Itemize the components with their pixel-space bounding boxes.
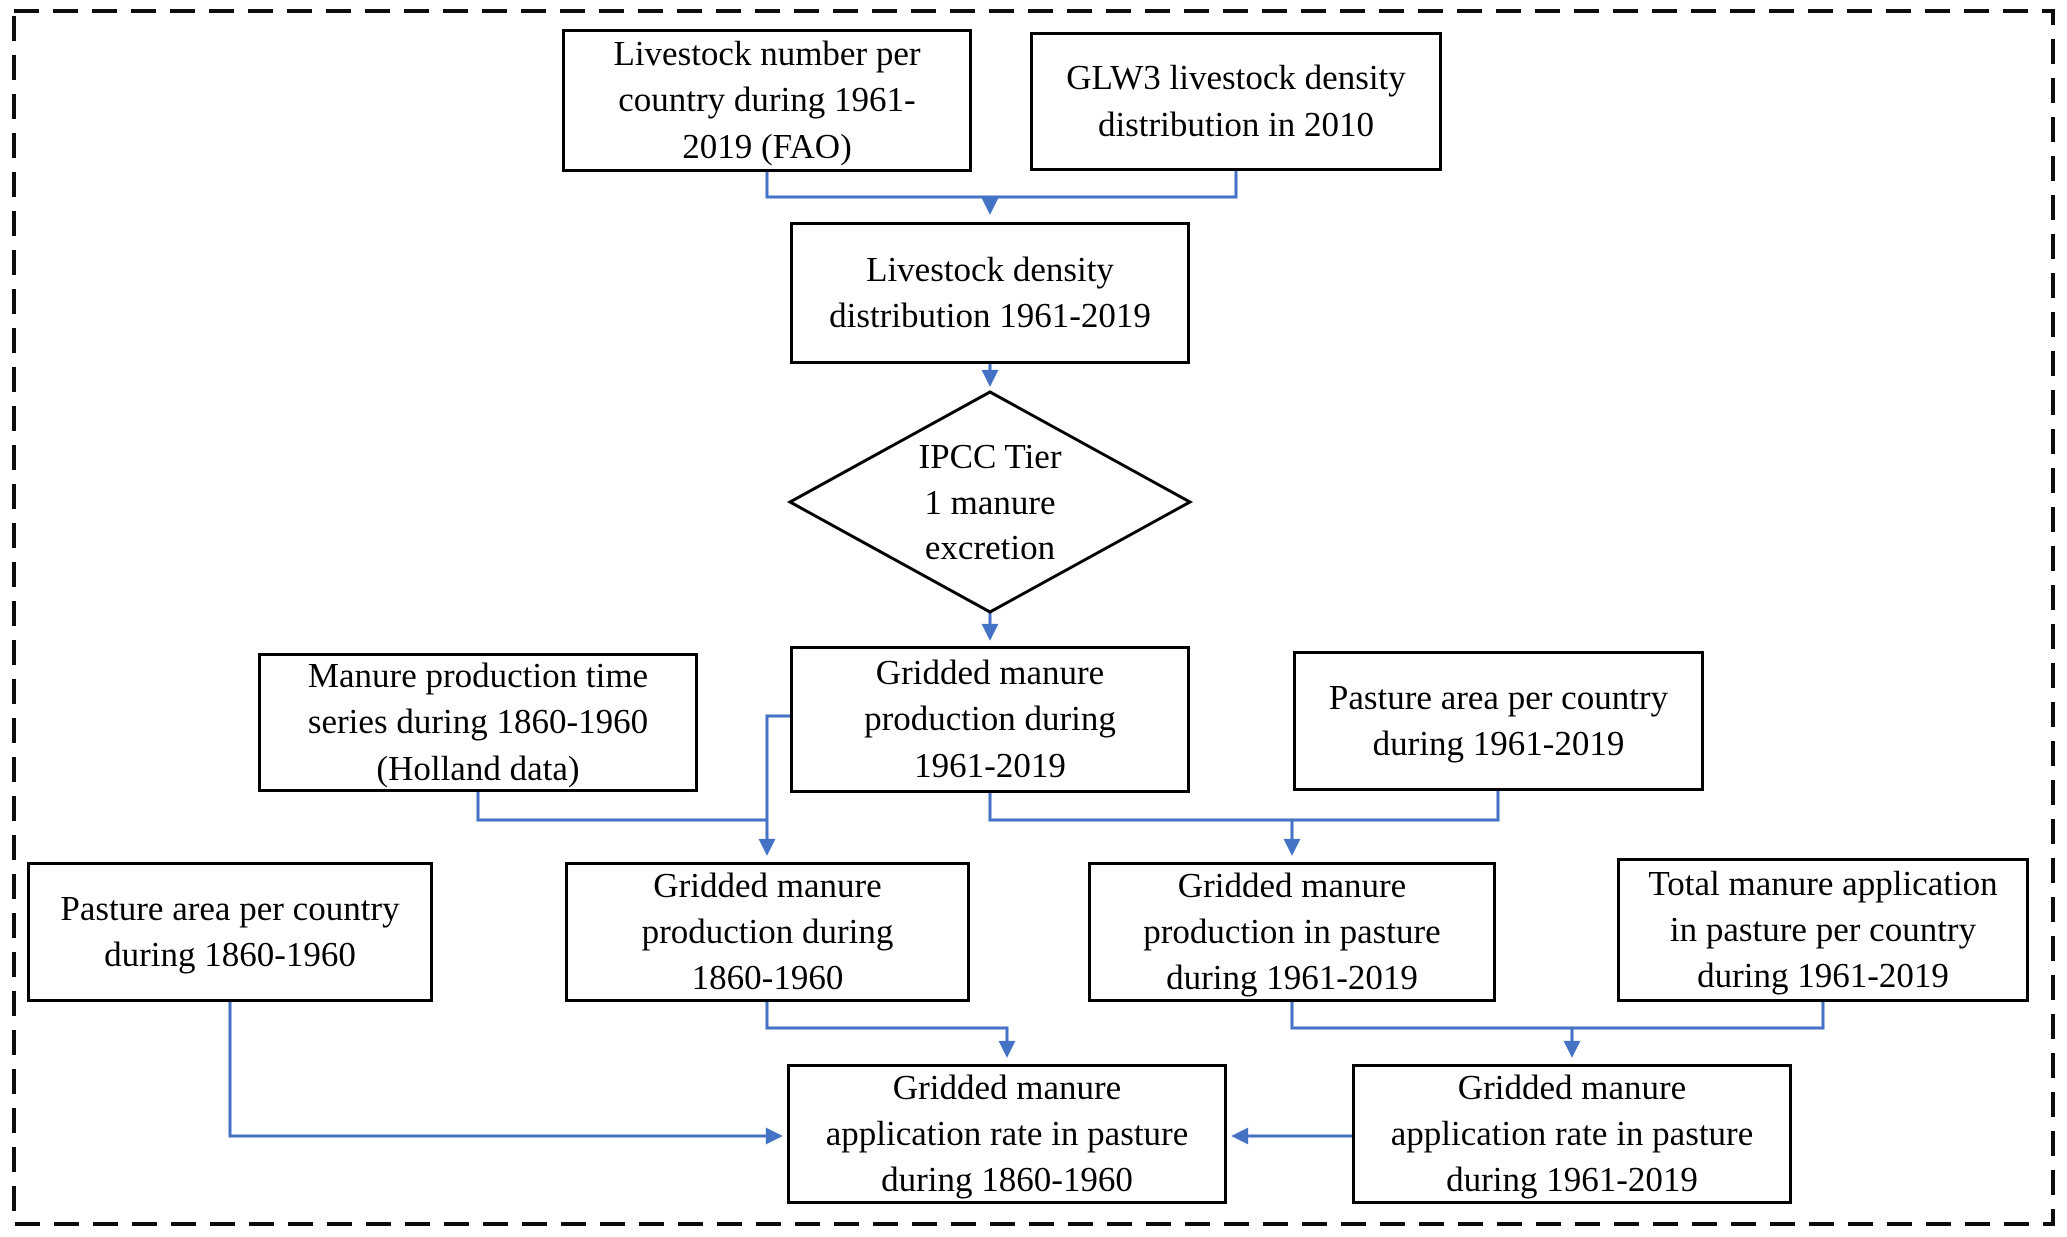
edge-prod6119-elbow <box>988 793 1292 822</box>
ipcc-diamond-shape <box>786 390 1194 614</box>
edge-prodpast-rate6119 <box>1290 1002 1581 1058</box>
node-glw3-density-2010: GLW3 livestock density distribution in 2… <box>1030 32 1442 171</box>
edge-totalapp-elbow <box>1572 1002 1825 1030</box>
node-gridded-production-1961-2019: Gridded manure production during 1961-20… <box>790 646 1190 793</box>
outer-dashed-frame <box>12 9 2055 1226</box>
node-manure-time-series-holland: Manure production time series during 186… <box>258 653 698 792</box>
edge-pasture6119-elbow <box>1292 791 1500 822</box>
node-livestock-number-fao: Livestock number per country during 1961… <box>562 29 972 172</box>
node-application-rate-1860-1960: Gridded manure application rate in pastu… <box>787 1064 1227 1204</box>
node-ipcc-tier1-diamond-label: IPCC Tier 1 manure excretion <box>918 437 1062 568</box>
edge-prod6060-rate6060 <box>765 1002 1016 1058</box>
node-pasture-area-1961-2019: Pasture area per country during 1961-201… <box>1293 651 1704 791</box>
node-pasture-area-1860-1960: Pasture area per country during 1860-196… <box>27 862 433 1002</box>
edge-prod6119-prod6060 <box>758 714 790 856</box>
node-gridded-production-pasture-1961-2019: Gridded manure production in pasture dur… <box>1088 862 1496 1002</box>
node-gridded-production-1860-1960: Gridded manure production during 1860-19… <box>565 862 970 1002</box>
node-total-manure-application: Total manure application in pasture per … <box>1617 858 2029 1002</box>
edge-pasture6060-rate6060 <box>228 1002 783 1145</box>
edge-holland-elbow <box>476 792 767 822</box>
node-livestock-density-1961-2019: Livestock density distribution 1961-2019 <box>790 222 1190 364</box>
edge-fao-glw3-merge <box>765 171 1238 199</box>
node-application-rate-1961-2019: Gridded manure application rate in pastu… <box>1352 1064 1792 1204</box>
